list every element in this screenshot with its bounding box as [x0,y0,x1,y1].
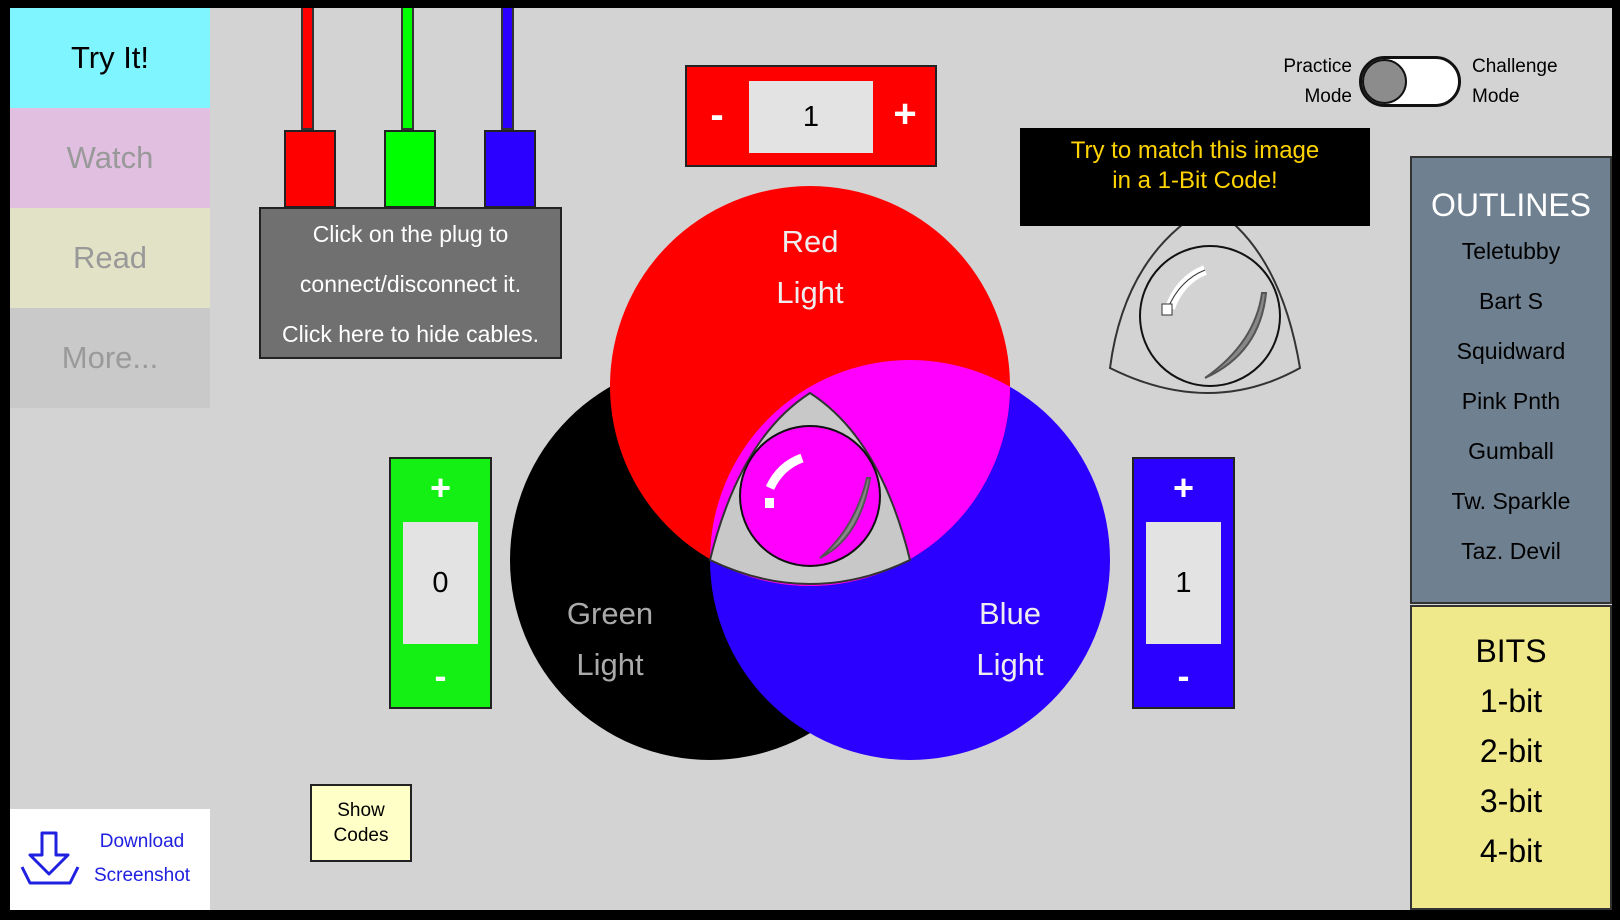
red-plug[interactable] [284,130,336,208]
outlines-panel: OUTLINES Teletubby Bart S Squidward Pink… [1410,156,1612,604]
tab-read[interactable]: Read [10,208,210,308]
download-screenshot-button[interactable]: Download Screenshot [10,809,210,910]
show-codes-button[interactable]: Show Codes [310,784,412,862]
outlines-title: OUTLINES [1430,187,1592,223]
color-venn-diagram [510,186,1302,760]
bits-title: BITS [1475,633,1547,669]
green-plug[interactable] [384,130,436,208]
outline-item[interactable]: Taz. Devil [1461,538,1561,564]
green-value-stepper: + 0 - [389,457,492,709]
red-cable [301,8,314,130]
blue-decrement-button[interactable]: - [1177,655,1190,696]
target-image [1108,204,1302,394]
blue-value-display: 1 [1146,522,1221,644]
challenge-mode-label: Challenge Mode [1472,56,1558,107]
red-value-display: 1 [749,81,873,153]
red-increment-button[interactable]: + [893,92,917,136]
outline-item[interactable]: Teletubby [1461,238,1561,264]
practice-mode-label: Practice Mode [1283,56,1352,107]
cable-instruction-line: Click on the plug to [312,221,509,247]
cable-instruction-line: connect/disconnect it. [299,271,522,297]
outline-item[interactable]: Squidward [1456,338,1566,364]
blue-cable [501,8,514,130]
challenge-prompt: Try to match this image in a 1-Bit Code! [1020,128,1370,226]
bits-panel: BITS 1-bit 2-bit 3-bit 4-bit [1410,605,1612,910]
mode-toggle-knob [1362,59,1407,104]
green-value-display: 0 [403,522,478,644]
download-icon [20,831,80,885]
download-label: Download [99,831,185,852]
red-light-label: Red Light [776,224,844,310]
outline-item[interactable]: Tw. Sparkle [1451,488,1571,514]
bits-item[interactable]: 3-bit [1479,783,1543,819]
screenshot-label: Screenshot [93,865,191,886]
blue-light-label: Blue Light [976,596,1044,682]
green-increment-button[interactable]: + [429,467,452,508]
cable-instructions[interactable]: Click on the plug to connect/disconnect … [259,207,562,359]
tab-more[interactable]: More... [10,308,210,408]
red-value-stepper: - 1 + [685,65,937,167]
tab-watch[interactable]: Watch [10,108,210,208]
blue-value-stepper: + 1 - [1132,457,1235,709]
blue-plug[interactable] [484,130,536,208]
mode-toggle-switch[interactable] [1359,56,1461,107]
app-window: Try It! Watch Read More... Download Scre… [10,8,1612,910]
green-light-label: Green Light [566,596,654,682]
blue-increment-button[interactable]: + [1172,467,1195,508]
green-cable [401,8,414,130]
red-decrement-button[interactable]: - [710,93,724,137]
bits-item[interactable]: 4-bit [1479,833,1543,869]
green-decrement-button[interactable]: - [434,655,447,696]
outline-item[interactable]: Gumball [1468,438,1554,464]
bits-item[interactable]: 1-bit [1479,683,1543,719]
outline-item[interactable]: Pink Pnth [1461,388,1561,414]
bits-item[interactable]: 2-bit [1479,733,1543,769]
outline-item[interactable]: Bart S [1479,288,1543,314]
tab-try-it[interactable]: Try It! [10,8,210,108]
center-overlap-shape [708,391,912,585]
hide-cables-link[interactable]: Click here to hide cables. [282,321,539,347]
